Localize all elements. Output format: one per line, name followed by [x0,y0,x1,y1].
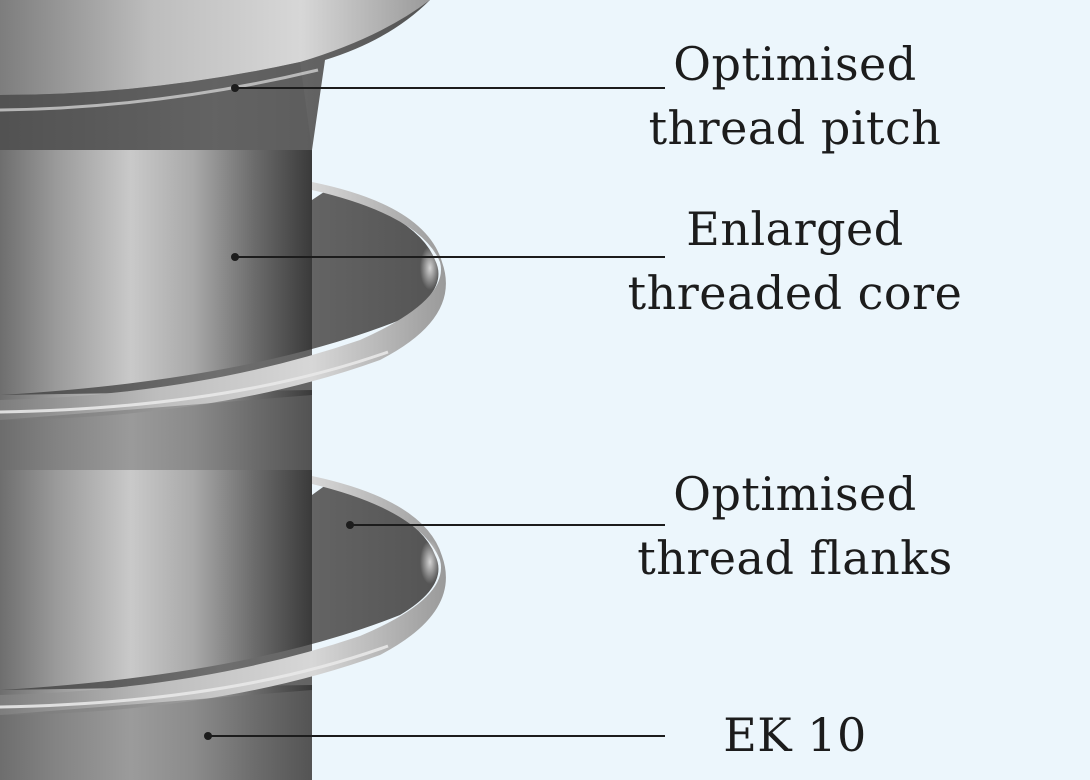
callout-thread-flanks: Optimised thread flanks [630,462,960,590]
callout-threaded-core: Enlarged threaded core [620,197,970,325]
callout-thread-pitch-line-2: thread pitch [648,101,942,155]
leader-dot-model [204,732,212,740]
callout-threaded-core-line-2: threaded core [627,266,963,320]
callout-model-name-line-1: EK 10 [723,708,867,762]
callout-thread-pitch-line-1: Optimised [673,37,917,91]
thread-flange-top [0,0,430,150]
leader-lines [208,87,665,737]
leader-dot-flanks [346,521,354,529]
leader-dots [204,84,354,740]
leader-dot-pitch [231,84,239,92]
callout-threaded-core-line-1: Enlarged [686,202,904,256]
thread-flange-middle [0,182,446,470]
callout-model-name: EK 10 [680,703,910,767]
callout-thread-flanks-line-2: thread flanks [637,531,953,585]
thread-flange-bottom [0,476,446,780]
callout-thread-flanks-line-1: Optimised [673,467,917,521]
leader-dot-core [231,253,239,261]
callout-thread-pitch: Optimised thread pitch [640,32,950,160]
